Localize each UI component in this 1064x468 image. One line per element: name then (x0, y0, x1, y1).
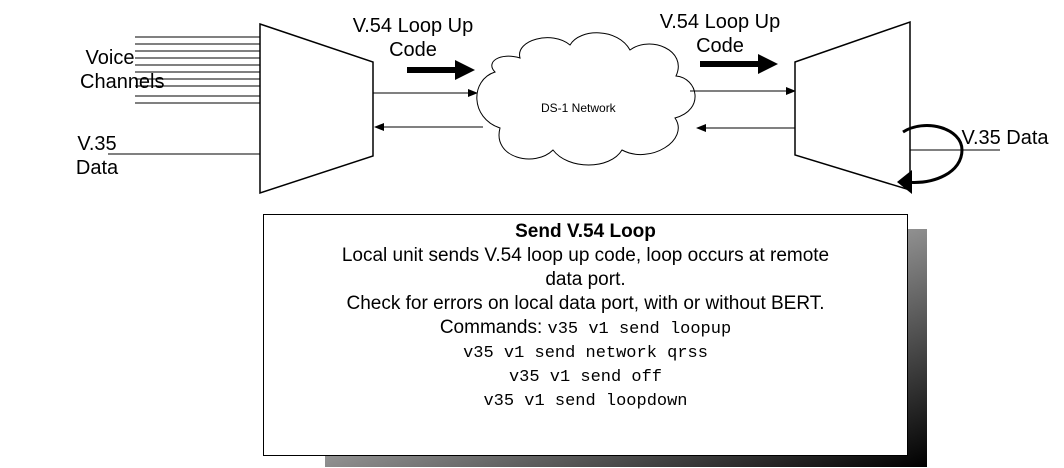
info-box: Send V.54 Loop Local unit sends V.54 loo… (263, 214, 908, 456)
ds1-network-cloud (476, 32, 696, 166)
command-4: v35 v1 send loopdown (483, 392, 688, 411)
loop-code-label-left: V.54 Loop Up Code (352, 15, 474, 61)
commands-row: Commands: v35 v1 send loopup (264, 316, 907, 342)
remote-data-label: V.35 Data (961, 127, 1049, 149)
loopback-arrow (897, 124, 964, 194)
local-data-label: V.35 Data (75, 133, 119, 179)
loop-code-arrow-right (700, 54, 778, 74)
command-2: v35 v1 send network qrss (463, 344, 708, 363)
voice-channels-label: Voice Channels (80, 47, 165, 93)
ds1-network-label: DS-1 Network (541, 101, 616, 115)
commands-label: Commands: (439, 317, 543, 338)
info-box-desc-line-1: Local unit sends V.54 loop up code, loop… (341, 245, 830, 266)
local-unit (259, 22, 374, 195)
info-box-title: Send V.54 Loop (515, 221, 656, 242)
loop-code-label-right: V.54 Loop Up Code (659, 11, 781, 57)
loop-code-arrow-left (407, 60, 475, 80)
remote-unit (794, 20, 911, 192)
info-box-desc-line-3: Check for errors on local data port, wit… (346, 293, 825, 314)
voice-channel-lines (135, 36, 260, 104)
command-1: v35 v1 send loopup (547, 320, 732, 339)
info-box-desc-line-2: data port. (545, 269, 626, 290)
command-3: v35 v1 send off (508, 368, 663, 387)
